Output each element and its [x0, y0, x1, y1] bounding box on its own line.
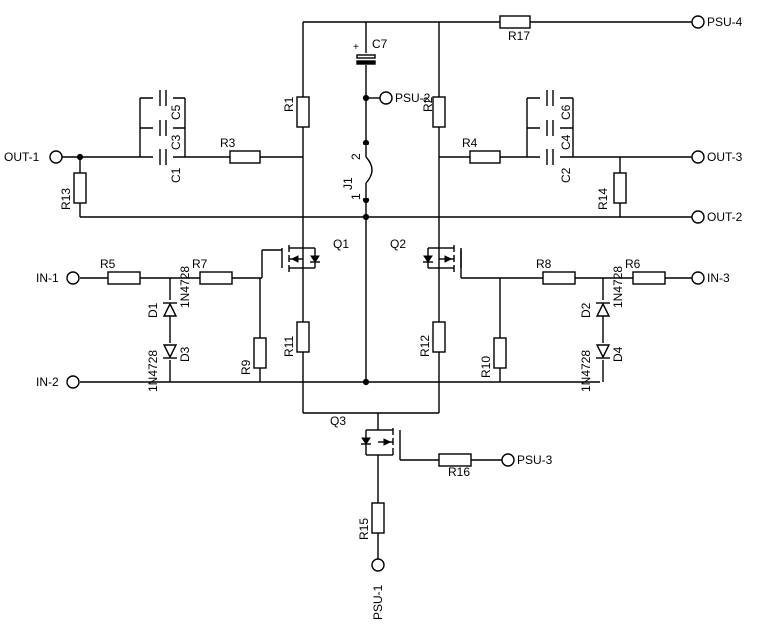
label-c7-plus: + [353, 42, 359, 53]
label-r13: R13 [59, 188, 73, 210]
label-r9: R9 [239, 359, 253, 375]
diodes [162, 300, 611, 360]
capacitor-c2 [540, 149, 560, 165]
diode-d1 [162, 300, 178, 317]
label-q3: Q3 [330, 414, 346, 428]
label-r5: R5 [100, 257, 116, 271]
capacitor-c3 [153, 120, 173, 136]
terminal-in2[interactable] [66, 375, 80, 389]
label-c2: C2 [559, 167, 573, 183]
capacitor-c6 [540, 90, 560, 106]
resistor-r6 [632, 271, 666, 285]
resistor-r16 [438, 453, 472, 467]
terminal-psu3[interactable] [501, 453, 515, 467]
resistor-r14 [613, 172, 627, 204]
resistor-r5 [107, 271, 141, 285]
label-r12: R12 [418, 335, 432, 357]
diode-d2 [595, 300, 611, 317]
label-d1-part: 1N4728 [178, 266, 192, 308]
label-in1: IN-1 [36, 271, 59, 285]
label-r11: R11 [282, 336, 296, 357]
label-out1: OUT-1 [4, 150, 40, 164]
label-psu4: PSU-4 [707, 15, 743, 29]
resistor-r7 [199, 271, 233, 285]
label-r4: R4 [462, 136, 478, 150]
jumper-j1 [361, 143, 373, 200]
label-d1: D1 [146, 302, 160, 318]
component-labels: R3 R4 R5 R7 R8 R6 R16 R17 C7 + Q1 Q2 Q3 … [59, 29, 641, 540]
resistor-r13 [73, 172, 87, 204]
terminal-in3[interactable] [691, 271, 705, 285]
label-d4-part: 1N4728 [579, 350, 593, 392]
label-r17: R17 [508, 29, 530, 43]
diode-d4 [595, 343, 611, 360]
label-out3: OUT-3 [707, 150, 743, 164]
resistor-r11 [296, 321, 310, 353]
label-d3-part: 1N4728 [146, 350, 160, 392]
label-j1-pin2: 2 [349, 153, 363, 160]
label-d2-part: 1N4728 [611, 266, 625, 308]
label-r6: R6 [625, 257, 641, 271]
label-r3: R3 [220, 136, 236, 150]
wires [56, 21, 698, 565]
terminals [49, 15, 705, 572]
label-r8: R8 [536, 257, 552, 271]
port-labels: OUT-1 OUT-3 OUT-2 PSU-4 PSU-2 IN-1 IN-3 … [4, 15, 743, 620]
label-out2: OUT-2 [707, 210, 743, 224]
label-j1-pin1: 1 [349, 193, 363, 200]
label-psu1: PSU-1 [371, 584, 385, 620]
label-psu3: PSU-3 [517, 453, 553, 467]
terminal-psu4[interactable] [691, 15, 705, 29]
label-r10: R10 [479, 356, 493, 378]
resistor-r10 [493, 337, 507, 369]
capacitor-c5 [153, 90, 173, 106]
label-c5: C5 [169, 104, 183, 120]
label-in2: IN-2 [36, 375, 59, 389]
label-c6: C6 [559, 104, 573, 120]
resistor-r17 [499, 15, 531, 29]
label-c3: C3 [169, 134, 183, 150]
label-d3: D3 [178, 346, 192, 362]
label-r15: R15 [357, 518, 371, 540]
terminal-psu2[interactable] [379, 91, 393, 105]
label-r2: R2 [421, 96, 435, 112]
resistor-r1 [296, 96, 310, 128]
diode-d3 [162, 343, 178, 360]
label-in3: IN-3 [707, 271, 730, 285]
terminal-out1[interactable] [49, 150, 63, 164]
label-r14: R14 [596, 188, 610, 210]
mosfet-q3 [361, 428, 401, 456]
label-c4: C4 [559, 134, 573, 150]
capacitor-c4 [540, 120, 560, 136]
terminal-psu1[interactable] [371, 558, 385, 572]
label-r7: R7 [192, 257, 208, 271]
resistor-r15 [371, 502, 385, 534]
resistor-r2 [432, 96, 446, 128]
resistor-r12 [432, 321, 446, 353]
label-r16: R16 [448, 465, 470, 479]
capacitors [153, 53, 560, 165]
label-d4: D4 [611, 346, 625, 362]
resistor-r3 [229, 150, 261, 164]
label-c1: C1 [169, 167, 183, 183]
label-psu2: PSU-2 [395, 91, 431, 105]
resistors [73, 15, 666, 534]
label-q2: Q2 [390, 237, 406, 251]
label-c7: C7 [372, 37, 388, 51]
resistor-r8 [542, 271, 576, 285]
terminal-out3[interactable] [691, 150, 705, 164]
mosfet-q2 [423, 245, 462, 272]
label-r1: R1 [282, 96, 296, 112]
label-q1: Q1 [333, 237, 349, 251]
label-d2: D2 [579, 302, 593, 318]
capacitor-c7 [355, 53, 377, 65]
capacitor-c1 [153, 149, 173, 165]
terminal-out2[interactable] [691, 210, 705, 224]
resistor-r9 [253, 337, 267, 369]
label-j1: J1 [341, 177, 355, 190]
terminal-in1[interactable] [66, 271, 80, 285]
resistor-r4 [469, 150, 501, 164]
mosfet-q1 [281, 245, 320, 272]
